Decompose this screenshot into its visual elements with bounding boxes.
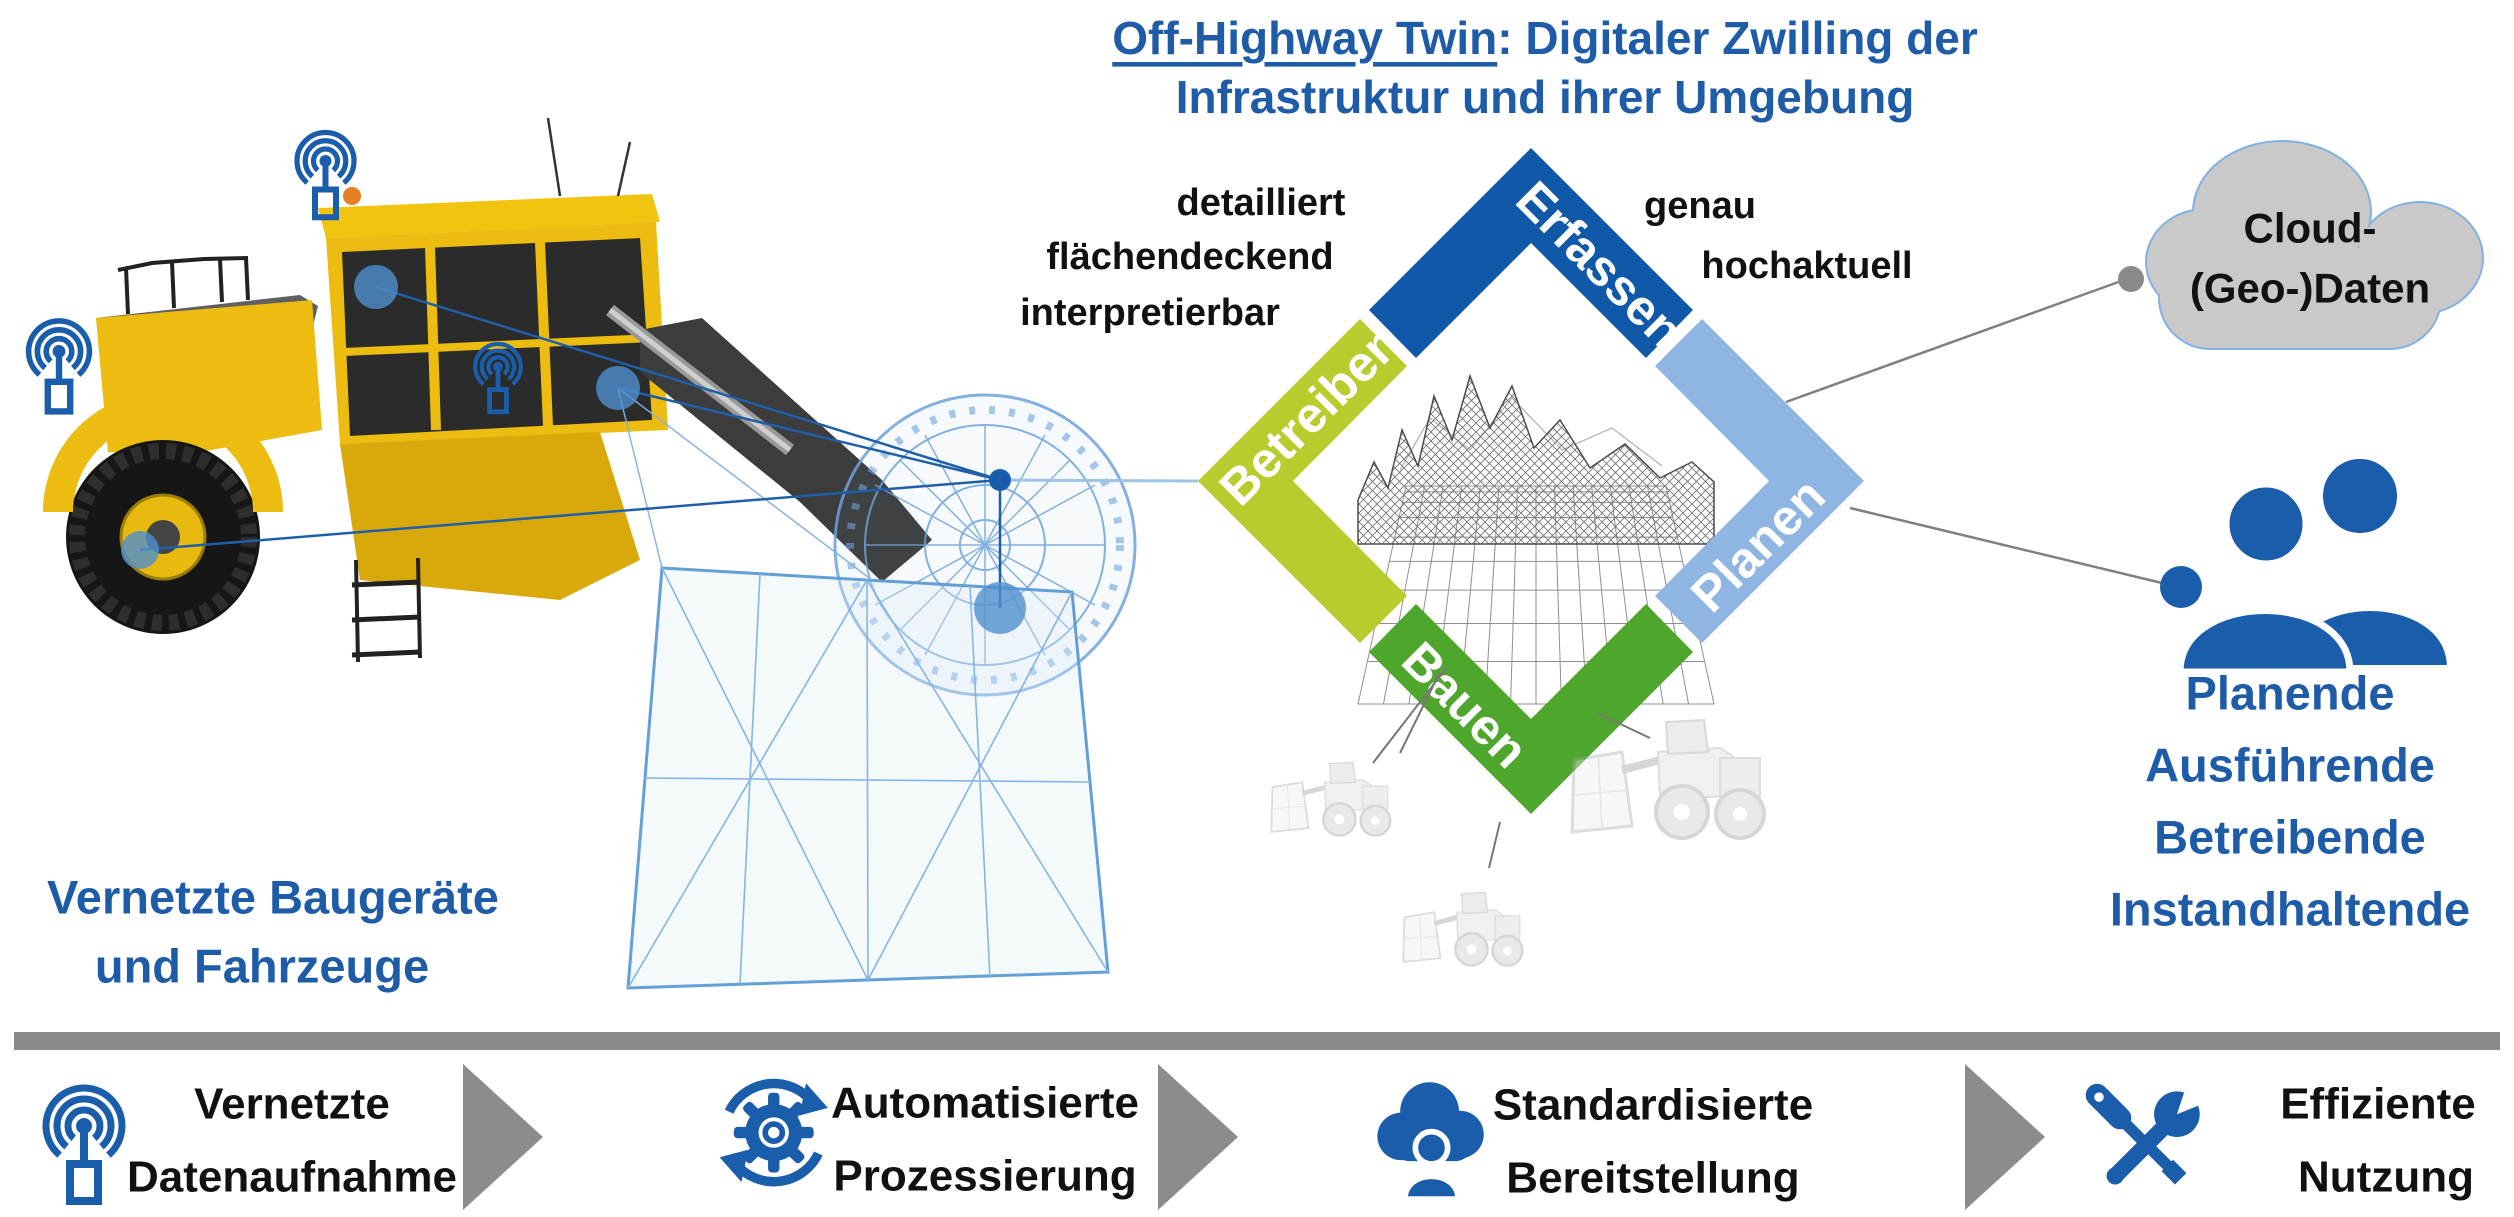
cycle-diamond: Erfassen Planen Bauen Betreiben detailli…: [1020, 148, 1913, 814]
process-step-4: Effiziente Nutzung: [2094, 1074, 2476, 1202]
sensor-dot: [974, 582, 1026, 634]
cloud-label-line1: Cloud-: [2244, 205, 2377, 252]
connector-to-stakeholders: [1849, 506, 2163, 585]
title-line2: Infrastruktur und ihrer Umgebung: [1176, 71, 1915, 123]
stakeholder-item: Betreibende: [2154, 811, 2426, 864]
cycle-segment-betreiben: [1198, 319, 1407, 643]
cycle-segment-erfassen: [1369, 148, 1693, 358]
cycle-segment-bauen: [1369, 604, 1693, 814]
step-label-line1: Vernetzte: [194, 1080, 390, 1129]
antenna: [616, 141, 632, 197]
stakeholder-item: Instandhaltende: [2110, 883, 2470, 936]
cloud-shape: Cloud- (Geo-)Daten: [2145, 140, 2484, 350]
link-to-cycle: [999, 478, 1199, 483]
stakeholder-item: Planende: [2186, 667, 2395, 720]
loader-body: [340, 432, 640, 600]
step-label-line2: Datenaufnahme: [127, 1153, 457, 1202]
sensor-network: [121, 265, 1199, 634]
loader-roof: [318, 194, 660, 238]
title-line1: Off-Highway Twin: Digitaler Zwilling der: [1112, 12, 1978, 64]
cloud-user-icon: [1377, 1082, 1483, 1199]
step-label-line1: Automatisierte: [831, 1079, 1139, 1128]
divider-bar: [14, 1032, 2500, 1050]
people-connector-dot: [2160, 566, 2202, 608]
sensor-dot: [596, 366, 640, 410]
cycle-segment-planen: [1655, 319, 1864, 643]
cab-glass: [342, 238, 652, 436]
wifi-beacon-icon: [46, 1088, 122, 1201]
title-keyword: Off-Highway Twin: [1112, 12, 1497, 64]
process-step-1: Vernetzte Datenaufnahme: [46, 1080, 457, 1202]
quality-flaechendeckend: flächendeckend: [1046, 236, 1333, 278]
connector-to-cloud: [1785, 278, 2125, 404]
step-label-line2: Bereitstellung: [1506, 1154, 1799, 1203]
cloud-label-line2: (Geo-)Daten: [2190, 265, 2430, 312]
faded-loader: [1403, 892, 1522, 965]
network-hub-dot: [989, 469, 1011, 491]
gear-sync-icon: [720, 1083, 828, 1182]
sensor-dot: [121, 531, 159, 569]
caption-line1: Vernetzte Baugeräte: [47, 871, 499, 924]
process-arrow-icon: [1965, 1064, 2045, 1210]
wireframe-bucket: [617, 387, 1110, 990]
tools-icon: [2094, 1074, 2215, 1184]
quality-detailliert: detailliert: [1177, 182, 1346, 224]
wifi-beacon-icon: [297, 132, 354, 217]
slide-title: Off-Highway Twin: Digitaler Zwilling der…: [1112, 12, 1978, 123]
connected-machine-illustration: [29, 117, 1199, 990]
wireframe-front-wheel: [833, 393, 1137, 697]
step-label-line1: Standardisierte: [1493, 1081, 1813, 1130]
machine-caption: Vernetzte Baugeräte und Fahrzeuge: [47, 871, 499, 993]
beacon-light: [343, 187, 361, 205]
sensor-dot: [354, 265, 398, 309]
cloud-connector-dot: [2118, 266, 2144, 292]
process-arrow-icon: [1158, 1064, 1238, 1210]
process-arrow-icon: [463, 1064, 543, 1210]
stakeholder-people-icon: [2160, 453, 2454, 676]
stakeholder-item: Ausführende: [2145, 739, 2435, 792]
caption-line2: und Fahrzeuge: [95, 940, 429, 993]
process-bar: Vernetzte Datenaufnahme Automatisierte P…: [14, 1032, 2500, 1210]
bauen-connectors: [1372, 666, 1651, 869]
quality-interpretierbar: interpretierbar: [1020, 292, 1280, 334]
antenna: [546, 117, 562, 197]
terrain-ridge: [1357, 373, 1715, 545]
step-label-line1: Effiziente: [2280, 1080, 2476, 1129]
quality-genau: genau: [1644, 185, 1756, 227]
step-label-line2: Nutzung: [2298, 1153, 2474, 1202]
process-step-2: Automatisierte Prozessierung: [720, 1079, 1139, 1201]
quality-hochaktuell: hochaktuell: [1701, 245, 1912, 287]
process-step-3: Standardisierte Bereitstellung: [1377, 1081, 1813, 1203]
faded-loader: [1271, 762, 1390, 835]
wifi-beacon-icon: [29, 321, 90, 411]
stakeholder-list: Planende Ausführende Betreibende Instand…: [2110, 667, 2470, 936]
rear-fender: [43, 392, 283, 513]
loader-railing: [117, 256, 249, 272]
step-label-line2: Prozessierung: [833, 1152, 1136, 1201]
